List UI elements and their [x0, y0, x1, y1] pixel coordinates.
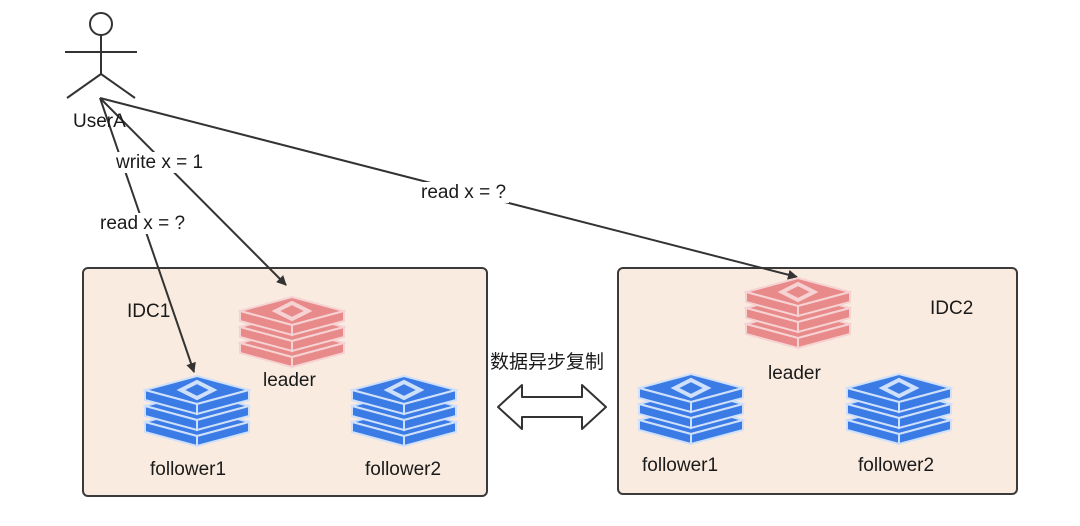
idc2-follower2-icon	[843, 368, 955, 453]
idc2-leader-label: leader	[768, 363, 821, 384]
read-remote-label: read x = ?	[418, 182, 510, 203]
user-label: UserA	[73, 111, 126, 132]
read-follower-label: read x = ?	[97, 213, 189, 234]
idc1-follower2-label: follower2	[365, 459, 442, 480]
idc2-leader-icon	[742, 272, 854, 357]
idc1-leader-label: leader	[263, 370, 316, 391]
double-arrow-icon	[497, 384, 607, 430]
write-arrow	[99, 97, 287, 286]
idc2-follower2-label: follower2	[858, 455, 935, 476]
read-follower-arrow	[99, 97, 196, 373]
idc2-title: IDC2	[930, 298, 974, 319]
idc2-follower1-icon	[635, 368, 747, 453]
idc1-follower2-icon	[348, 370, 460, 455]
idc2-follower1-label: follower1	[642, 455, 719, 476]
stick-figure-icon	[65, 12, 137, 99]
idc1-follower1-icon	[141, 370, 253, 455]
idc1-follower1-label: follower1	[150, 459, 227, 480]
replication-label: 数据异步复制	[490, 352, 605, 373]
write-label: write x = 1	[113, 152, 207, 173]
idc1-leader-icon	[236, 291, 348, 376]
idc1-title: IDC1	[127, 301, 171, 322]
